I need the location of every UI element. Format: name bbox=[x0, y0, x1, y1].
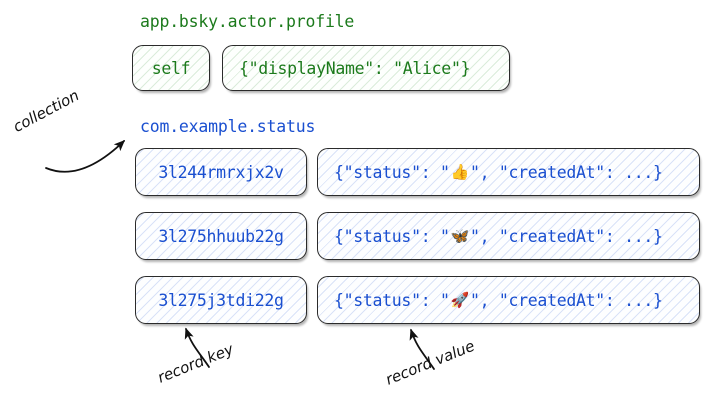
record-key-text: 3l275hhuub22g bbox=[158, 226, 284, 246]
record-value-box: {"status": " 🦋 ", "createdAt": ...} bbox=[317, 212, 700, 260]
collection-name-status: com.example.status bbox=[140, 117, 316, 136]
annotation-label-collection: collection bbox=[10, 86, 82, 136]
thumbs-up-icon: 👍 bbox=[450, 163, 470, 181]
record-key-box: 3l275hhuub22g bbox=[135, 212, 307, 260]
record-value-text: {"displayName": "Alice"} bbox=[239, 58, 471, 78]
record-value-box: {"status": " 👍 ", "createdAt": ...} bbox=[317, 148, 700, 196]
collection-arrow bbox=[45, 140, 126, 173]
record-value-prefix: {"status": " bbox=[334, 162, 450, 182]
record-value-box: {"status": " 🚀 ", "createdAt": ...} bbox=[317, 276, 700, 324]
butterfly-icon: 🦋 bbox=[450, 227, 470, 245]
rocket-icon: 🚀 bbox=[450, 291, 470, 309]
record-value-box: {"displayName": "Alice"} bbox=[222, 45, 510, 91]
record-key-box: 3l275j3tdi22g bbox=[135, 276, 307, 324]
annotation-label-record-key: record key bbox=[155, 340, 236, 387]
record-key-box: self bbox=[132, 45, 210, 91]
record-key-text: self bbox=[151, 58, 191, 78]
record-key-text: 3l244rmrxjx2v bbox=[158, 162, 284, 182]
record-value-suffix: ", "createdAt": ...} bbox=[470, 226, 663, 246]
record-value-suffix: ", "createdAt": ...} bbox=[470, 162, 663, 182]
annotation-label-record-value: record value bbox=[383, 336, 478, 389]
record-key-text: 3l275j3tdi22g bbox=[158, 290, 284, 310]
record-key-box: 3l244rmrxjx2v bbox=[135, 148, 307, 196]
record-value-prefix: {"status": " bbox=[334, 226, 450, 246]
collection-name-profile: app.bsky.actor.profile bbox=[140, 12, 355, 31]
record-value-suffix: ", "createdAt": ...} bbox=[470, 290, 663, 310]
record-value-prefix: {"status": " bbox=[334, 290, 450, 310]
